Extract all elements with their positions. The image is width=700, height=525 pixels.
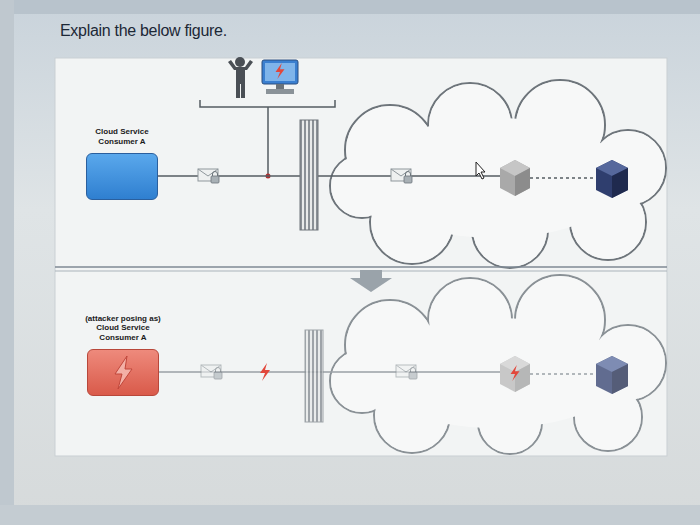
tap-line bbox=[267, 107, 269, 176]
encrypted-message bbox=[396, 365, 417, 379]
screen-edge bbox=[0, 0, 700, 14]
attacker-icon bbox=[228, 57, 298, 98]
bracket bbox=[200, 100, 335, 107]
consumer-node: Cloud Service Consumer A bbox=[78, 127, 166, 199]
node-label: Cloud Service Consumer A bbox=[78, 127, 166, 146]
encrypted-message bbox=[391, 169, 412, 183]
consumer-box bbox=[86, 153, 158, 200]
cloud-service bbox=[500, 160, 530, 196]
node-label: (attacker posing as) Cloud Service Consu… bbox=[76, 314, 170, 343]
attack-bolt bbox=[88, 350, 158, 395]
cloud bbox=[330, 80, 666, 268]
storage-device bbox=[596, 160, 628, 198]
consumer-box bbox=[87, 349, 159, 396]
attack-bolt bbox=[511, 365, 520, 381]
page-title: Explain the below figure. bbox=[60, 22, 227, 40]
storage-device bbox=[596, 356, 628, 394]
encrypted-message bbox=[201, 365, 222, 379]
screen-edge bbox=[0, 0, 14, 525]
encrypted-message bbox=[198, 169, 219, 183]
cloud bbox=[330, 275, 666, 454]
firewall bbox=[305, 330, 323, 422]
divider bbox=[55, 266, 667, 268]
screen-edge bbox=[0, 505, 700, 525]
dashed-link bbox=[530, 177, 596, 179]
dashed-link bbox=[530, 373, 596, 375]
figure-panel bbox=[55, 58, 667, 456]
consumer-node: (attacker posing as) Cloud Service Consu… bbox=[76, 314, 170, 396]
cloud-service bbox=[500, 356, 530, 392]
transition-arrow bbox=[350, 270, 392, 292]
attack-bolt bbox=[260, 363, 270, 381]
mouse-cursor bbox=[476, 162, 485, 179]
firewall bbox=[300, 120, 318, 230]
